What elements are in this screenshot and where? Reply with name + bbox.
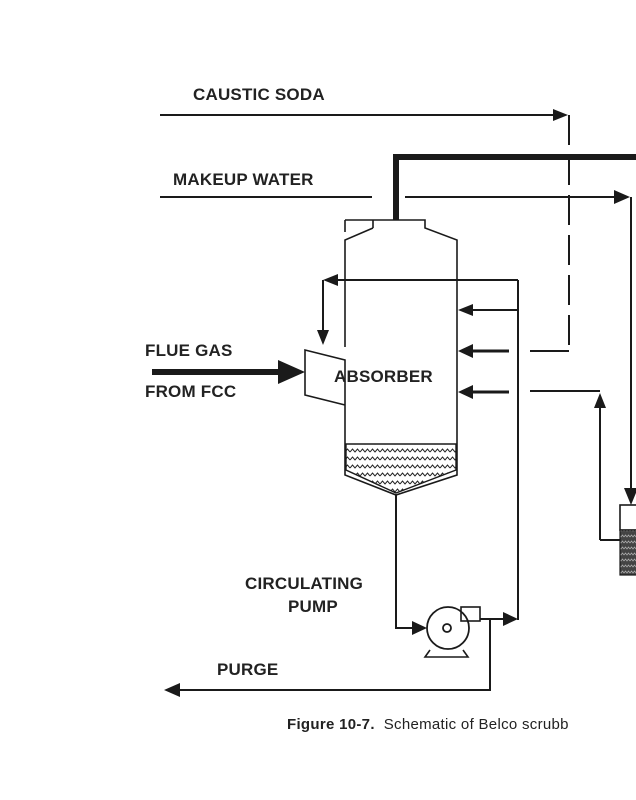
absorber-sump-liquid [345,443,457,494]
purge-line [178,619,491,691]
filter-module [619,504,636,531]
recirc-down-arrow-icon [317,330,329,345]
spray-arrow-2-icon [458,344,473,358]
sump-drain-line [395,495,415,629]
spray-arrow-3-icon [458,385,473,399]
makeup-down-arrow-icon [624,488,636,505]
purge-label: PURGE [217,660,279,679]
pump-base [423,649,470,658]
pump-label: PUMP [288,597,338,616]
recirc-arrow-icon [323,274,338,286]
makeup-water-label: MAKEUP WATER [173,170,314,189]
caustic-soda-label: CAUSTIC SODA [193,85,325,104]
gas-outlet-line [393,154,636,220]
pump-discharge-nozzle [460,606,481,622]
absorber-label: ABSORBER [334,367,433,386]
pump-discharge-arrow-icon [503,612,518,626]
circulating-label: CIRCULATING [245,574,364,593]
pump-casing [426,606,470,650]
purge-arrow-icon [164,683,180,697]
caustic-arrow-icon [553,109,568,121]
makeup-arrow-icon [614,190,630,204]
caption-text: Schematic of Belco scrubb [383,716,569,733]
caption-number: Figure 10-7. [287,716,375,733]
from-fcc-label: FROM FCC [145,382,237,401]
figure-caption: Figure 10-7. Schematic of Belco scrubb [287,716,569,733]
pump-inlet-arrow-icon [412,621,427,635]
pump-eye [442,623,452,633]
filter-module-liquid [619,529,636,576]
filter-up-arrow-icon [594,393,606,408]
spray-arrow-1-icon [458,304,473,316]
flue-gas-label: FLUE GAS [145,341,233,360]
flue-gas-arrow-icon [278,360,305,384]
